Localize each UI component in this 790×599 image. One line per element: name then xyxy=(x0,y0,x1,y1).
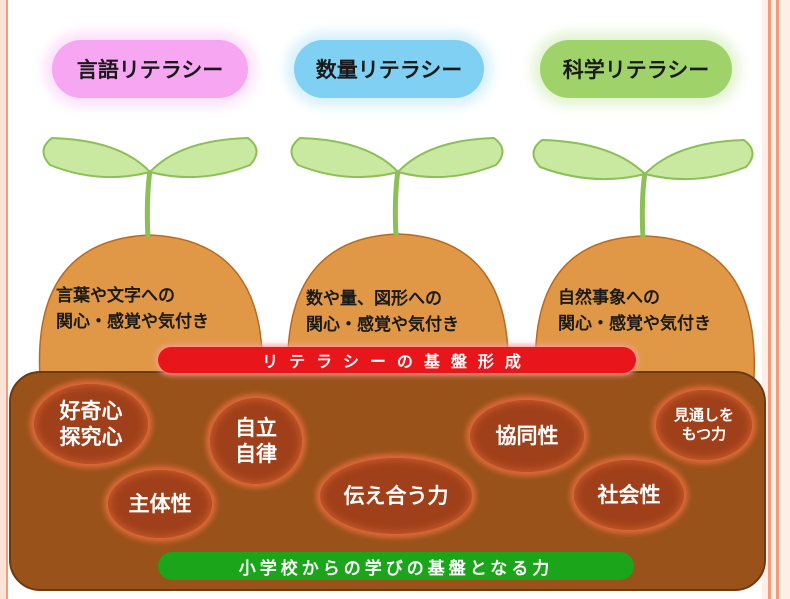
right-border xyxy=(762,0,790,599)
ability-label: 自立 自律 xyxy=(235,415,277,466)
ability-label: 伝え合う力 xyxy=(343,483,449,508)
language-literacy-description: 言葉や文字への 関心・感覚や気付き xyxy=(56,283,209,335)
learning-foundation-banner: 小学校からの学びの基盤となる力 xyxy=(158,552,634,580)
ability-label: 協同性 xyxy=(495,423,559,448)
sprout-2 xyxy=(290,136,504,237)
science-literacy-label: 科学リテラシー xyxy=(540,40,732,98)
literacy-foundation-banner: リテラシーの基盤形成 xyxy=(158,347,636,373)
description-line: 数や量、図形への xyxy=(306,289,442,309)
sprout-3 xyxy=(532,138,754,239)
description-line: 関心・感覚や気付き xyxy=(306,315,459,335)
numeracy-literacy-description: 数や量、図形への 関心・感覚や気付き xyxy=(306,286,459,338)
language-literacy-label: 言語リテラシー xyxy=(52,40,248,98)
initiative-circle: 主体性 xyxy=(108,470,212,538)
sociability-circle: 社会性 xyxy=(574,460,684,530)
numeracy-literacy-label: 数量リテラシー xyxy=(294,40,484,98)
science-literacy-description: 自然事象への 関心・感覚や気付き xyxy=(558,285,711,337)
communication-circle: 伝え合う力 xyxy=(320,458,472,534)
description-line: 自然事象への xyxy=(558,288,660,308)
description-line: 関心・感覚や気付き xyxy=(558,314,711,334)
ability-label: 社会性 xyxy=(597,482,661,507)
ability-label: 主体性 xyxy=(128,491,192,516)
left-border xyxy=(0,0,8,599)
independence-circle: 自立 自律 xyxy=(210,398,302,484)
ability-label: 好奇心 探究心 xyxy=(59,398,123,449)
curiosity-circle: 好奇心 探究心 xyxy=(34,384,148,464)
ability-label: 見通しを もつ力 xyxy=(673,406,734,443)
description-line: 言葉や文字への xyxy=(56,286,175,306)
foresight-circle: 見通しを もつ力 xyxy=(656,390,752,460)
cooperation-circle: 協同性 xyxy=(470,400,584,472)
sprout-1 xyxy=(42,136,258,239)
description-line: 関心・感覚や気付き xyxy=(56,312,209,332)
